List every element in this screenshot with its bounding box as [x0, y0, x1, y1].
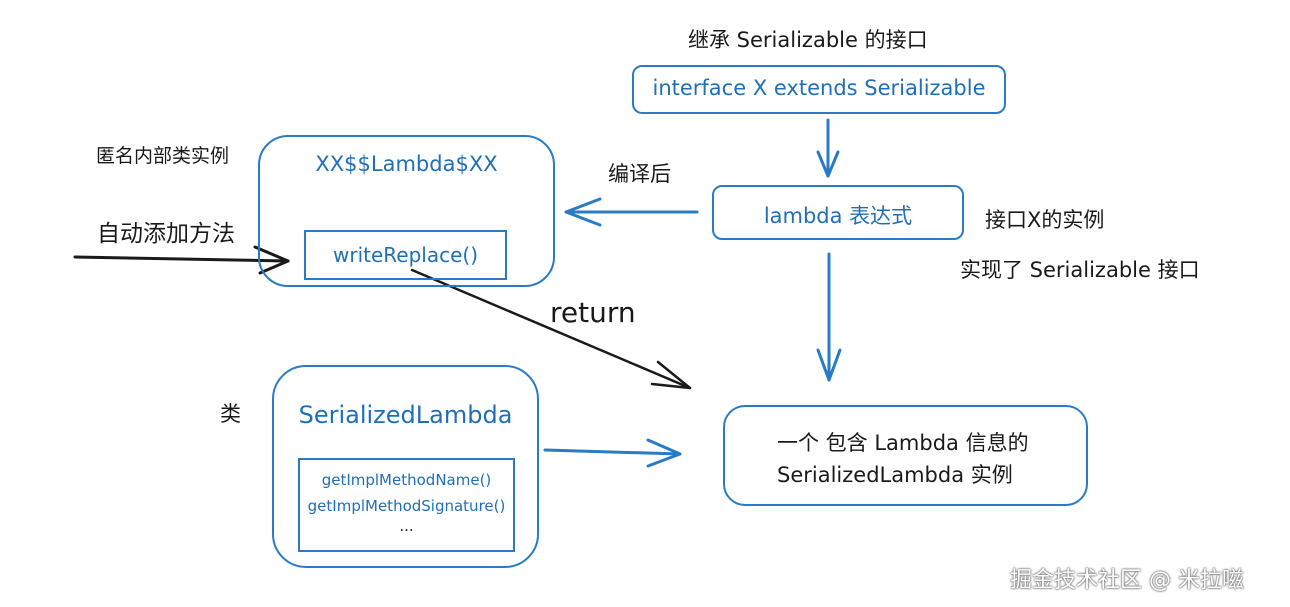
arrow-interface-to-lambda	[816, 118, 840, 178]
write-replace-box: writeReplace()	[304, 230, 507, 280]
watermark: 掘金技术社区 @ 米拉嗞	[1010, 568, 1244, 593]
compiled-label: 编译后	[608, 162, 671, 186]
lambda-note-instance: 接口X的实例	[985, 208, 1105, 232]
return-label: return	[550, 296, 636, 329]
class-caption: 类	[220, 402, 241, 426]
serialized-methods-box: getImplMethodName() getImplMethodSignatu…	[298, 458, 515, 552]
result-line-2: SerializedLambda 实例	[777, 463, 1013, 487]
lambda-box: lambda 表达式	[712, 185, 964, 240]
anon-class-box: XX$$Lambda$XX writeReplace()	[258, 135, 555, 287]
arrow-auto-add	[73, 245, 290, 275]
arrow-class-to-result	[543, 438, 682, 468]
lambda-note-serializable: 实现了 Serializable 接口	[960, 258, 1200, 282]
arrow-return	[410, 268, 692, 390]
method-get-impl-signature: getImplMethodSignature()	[307, 497, 506, 515]
interface-caption: 继承 Serializable 的接口	[688, 28, 928, 52]
interface-label: interface X extends Serializable	[652, 76, 986, 100]
arrow-lambda-to-anon	[564, 197, 699, 227]
arrow-lambda-to-result	[816, 252, 842, 382]
interface-box: interface X extends Serializable	[632, 65, 1006, 114]
anon-class-caption: 匿名内部类实例	[96, 145, 230, 167]
serialized-lambda-title: SerializedLambda	[298, 401, 513, 429]
serialized-lambda-box: SerializedLambda getImplMethodName() get…	[272, 365, 539, 568]
lambda-label: lambda 表达式	[763, 204, 913, 228]
method-ellipsis: ...	[399, 517, 414, 535]
auto-add-label: 自动添加方法	[97, 221, 235, 247]
write-replace-label: writeReplace()	[333, 243, 478, 267]
anon-class-title: XX$$Lambda$XX	[315, 152, 498, 176]
result-line-1: 一个 包含 Lambda 信息的	[777, 431, 1029, 455]
method-get-impl-name: getImplMethodName()	[321, 471, 492, 489]
result-box: 一个 包含 Lambda 信息的 SerializedLambda 实例	[723, 405, 1088, 506]
